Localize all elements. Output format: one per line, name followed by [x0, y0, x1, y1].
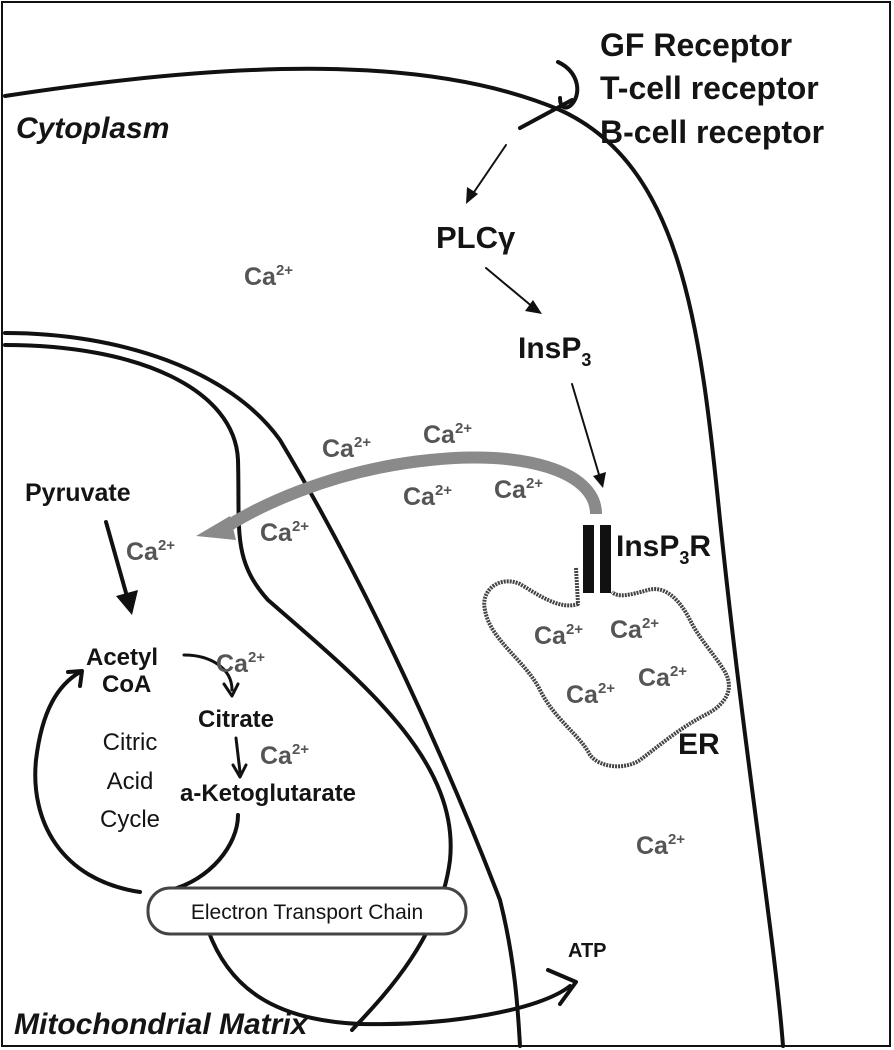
- citric-acid-cycle-arrows: [33, 520, 248, 894]
- calcium-ion-label: Ca2+: [216, 649, 265, 678]
- receptor-icon: [518, 60, 580, 130]
- citric-acid-cycle-line-1: Citric: [103, 729, 158, 756]
- citric-acid-cycle-line-3: Cycle: [100, 806, 160, 833]
- mitochondrion-outer-membrane: [3, 331, 522, 1048]
- calcium-ion-label: Ca2+: [423, 420, 472, 449]
- calcium-ion-label: Ca2+: [494, 475, 543, 504]
- acetyl-label: Acetyl: [86, 644, 158, 671]
- citrate-label: Citrate: [198, 706, 274, 733]
- mitochondrial-matrix-label: Mitochondrial Matrix: [14, 1008, 309, 1041]
- plasma-membrane: [3, 66, 785, 1048]
- calcium-ion-label: Ca2+: [638, 663, 687, 692]
- etc-label: Electron Transport Chain: [191, 901, 423, 924]
- coa-label: CoA: [102, 671, 151, 698]
- receptor-label-tcell: T-cell receptor: [600, 70, 819, 106]
- calcium-ion-label: Ca2+: [610, 615, 659, 644]
- calcium-ion-label: Ca2+: [636, 831, 685, 860]
- receptor-label-gf: GF Receptor: [600, 27, 792, 63]
- calcium-ion-label: Ca2+: [534, 621, 583, 650]
- er-outline: [482, 567, 731, 769]
- er-label: ER: [678, 728, 720, 761]
- etc-box: [146, 886, 468, 936]
- insp3-label: InsP3: [518, 332, 591, 370]
- calcium-ion-label: Ca2+: [260, 741, 309, 770]
- pyruvate-label: Pyruvate: [25, 479, 131, 507]
- calcium-ion-label: Ca2+: [322, 434, 371, 463]
- calcium-ion-label: Ca2+: [260, 518, 309, 547]
- receptor-label-bcell: B-cell receptor: [600, 114, 824, 150]
- calcium-ion-label: Ca2+: [244, 262, 293, 291]
- calcium-ion-label: Ca2+: [126, 537, 175, 566]
- ketoglutarate-label: a-Ketoglutarate: [180, 780, 356, 807]
- calcium-labels: Ca2+ Ca2+ Ca2+ Ca2+ Ca2+ Ca2+ Ca2+ Ca2+ Ca2+ Ca2+…: [126, 262, 687, 860]
- atp-arrows: [206, 928, 578, 1027]
- plc-gamma-label: PLCγ: [436, 220, 516, 255]
- atp-label: ATP: [568, 940, 607, 962]
- citric-acid-cycle-line-2: Acid: [107, 768, 154, 795]
- calcium-ion-label: Ca2+: [403, 482, 452, 511]
- calcium-ion-label: Ca2+: [566, 680, 615, 709]
- calcium-flux-arrow: [196, 451, 602, 540]
- insp3-receptor-channel-icon: [583, 525, 611, 593]
- signal-arrows: [466, 144, 606, 488]
- insp3r-label: InsP3R: [616, 530, 711, 568]
- cytoplasm-label: Cytoplasm: [16, 112, 169, 145]
